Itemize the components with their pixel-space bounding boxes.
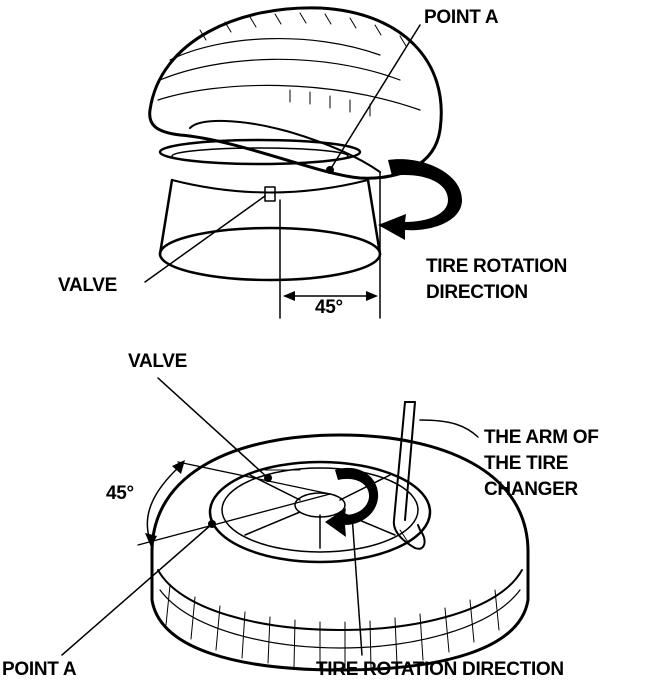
tire-rotation-label-bottom: TIRE ROTATION DIRECTION <box>316 659 564 680</box>
arm-label-line3: CHANGER <box>484 479 578 500</box>
angle-dimension-top <box>279 171 381 319</box>
valve-leader-bottom <box>157 377 269 479</box>
valve-label-bottom: VALVE <box>128 351 188 372</box>
valve-label-top: VALVE <box>58 275 118 296</box>
valve-stem-top <box>264 186 276 202</box>
point-a-leader-top <box>329 24 421 171</box>
wheel-rim-top <box>158 138 382 282</box>
point-a-leader-bottom <box>61 523 213 656</box>
wheel-rim-bottom <box>208 460 432 564</box>
arm-label-line2: THE TIRE <box>484 453 569 474</box>
angle-label-bottom: 45° <box>106 483 134 504</box>
point-a-label-top: POINT A <box>424 7 499 28</box>
angle-ray-1 <box>177 461 331 495</box>
tire-top <box>148 6 443 180</box>
tire-bottom <box>150 433 530 672</box>
point-a-label-bottom: POINT A <box>2 659 77 680</box>
tire-rotation-label-top-line2: DIRECTION <box>426 282 528 303</box>
angle-arc-bottom <box>145 460 185 547</box>
angle-ray-2 <box>137 493 331 546</box>
valve-leader-top <box>144 195 266 283</box>
tire-rotation-arrow-bottom <box>325 467 379 537</box>
arm-label-line1: THE ARM OF <box>484 427 599 448</box>
point-a-dot-top <box>326 166 334 174</box>
rotation-leader-bottom <box>351 514 363 656</box>
arm-leader <box>419 419 479 438</box>
tire-rotation-label-top-line1: TIRE ROTATION <box>426 256 568 277</box>
tire-rotation-arrow-top <box>378 159 462 240</box>
top-illustration <box>144 6 462 319</box>
bottom-illustration <box>61 377 530 672</box>
angle-label-top: 45° <box>315 297 343 318</box>
tire-changer-arm <box>392 401 426 550</box>
